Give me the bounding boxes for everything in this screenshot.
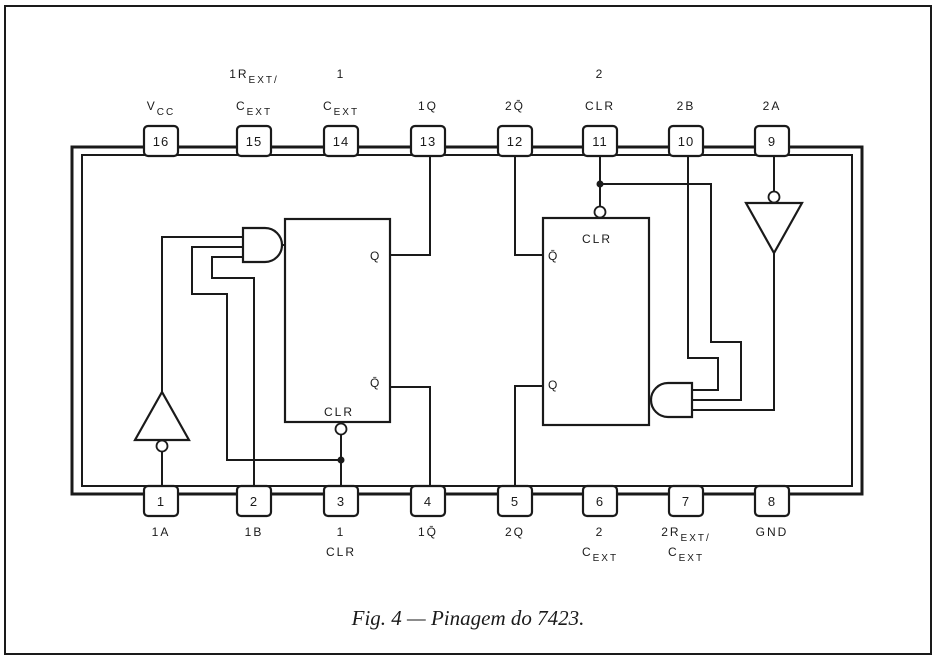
pin-label: 2B — [677, 99, 696, 113]
figure-caption: Fig. 4 — Pinagem do 7423. — [351, 606, 585, 630]
pin-label: 1Q — [418, 99, 438, 113]
pin-label-lower: CLR — [326, 545, 356, 559]
pin-label: 1A — [152, 525, 171, 539]
pin-label: 2A — [763, 99, 782, 113]
pin-box — [409, 124, 447, 158]
pin-number: 7 — [682, 494, 690, 509]
inverter-2 — [744, 201, 804, 256]
pin-box — [753, 124, 791, 158]
wire-1qbar — [390, 386, 431, 486]
pin-box — [667, 124, 705, 158]
ff2-clr-label: CLR — [582, 232, 612, 246]
pin-label: 1B — [245, 525, 264, 539]
pin-4: 4 1Q̄ — [409, 484, 447, 539]
pin-12: 12 2Q̄ — [496, 99, 534, 158]
ff1-clr-bubble — [334, 422, 348, 436]
and-gate-2 — [649, 381, 694, 419]
ff1-q-label: Q — [370, 249, 381, 263]
pin-9: 9 2A — [753, 99, 791, 158]
wire-and2-b — [687, 155, 719, 391]
pin-label-lower: CEXT — [668, 545, 704, 564]
pin-label: 2Q — [505, 525, 525, 539]
pin-box — [753, 484, 791, 518]
pin-number: 5 — [511, 494, 519, 509]
wire-and2-a — [692, 253, 775, 411]
wire-1q — [390, 155, 431, 256]
pin-box — [142, 124, 180, 158]
pin-box — [667, 484, 705, 518]
pin-box — [235, 124, 273, 158]
wire-2q — [514, 385, 543, 486]
ff1-clr-label: CLR — [324, 405, 354, 419]
pin-number: 14 — [333, 134, 349, 149]
pin-box — [581, 484, 619, 518]
chip-body-inner — [81, 154, 853, 487]
pin-number: 6 — [596, 494, 604, 509]
pin-number: 1 — [157, 494, 165, 509]
pin-number: 4 — [424, 494, 432, 509]
pin-label: GND — [756, 525, 789, 539]
top-pins: 16VCC15CEXT1REXT/14CEXT1131Q122Q̄11CLR21… — [142, 67, 791, 158]
pin-label: 2 — [596, 525, 605, 539]
and-gate-1 — [241, 226, 284, 264]
wire-and1-b — [211, 256, 255, 486]
pin-label: CEXT — [323, 99, 359, 118]
pin-label: 2REXT/ — [661, 525, 711, 544]
pin-2: 2 1B — [235, 484, 273, 539]
pin-number: 9 — [768, 134, 776, 149]
pin-label: CLR — [585, 99, 615, 113]
wire-and1-clr — [191, 246, 341, 461]
pin-label: 2Q̄ — [505, 99, 525, 113]
flipflop-1 — [283, 217, 392, 424]
wire-2qbar — [514, 155, 543, 256]
pin-label: 1Q̄ — [418, 525, 438, 539]
pin-label: VCC — [147, 99, 175, 118]
pin-label-lower: CEXT — [582, 545, 618, 564]
flipflop-2 — [541, 216, 651, 427]
pin-label: CEXT — [236, 99, 272, 118]
pin-label-upper: 2 — [596, 67, 605, 81]
pin-14: 14 CEXT 1 — [322, 67, 360, 158]
wire-and2-clr — [600, 183, 742, 401]
pin-number: 10 — [678, 134, 694, 149]
ff2-clr-bubble — [593, 205, 607, 219]
pin-number: 15 — [246, 134, 262, 149]
pin-7: 7 2REXT/CEXT — [661, 484, 711, 564]
pin-number: 2 — [250, 494, 258, 509]
ff2-q-label: Q — [548, 378, 559, 392]
pin-5: 5 2Q — [496, 484, 534, 539]
wire-and1-a — [161, 236, 243, 392]
pin-label-upper: 1REXT/ — [229, 67, 279, 86]
ff2-qbar-label: Q̄ — [548, 249, 559, 263]
pin-13: 13 1Q — [409, 99, 447, 158]
inverter-1-bubble — [155, 439, 169, 453]
monostable-2: CLR Q̄ Q — [514, 155, 804, 486]
chip-body-outer — [70, 145, 864, 496]
pin-number: 3 — [337, 494, 345, 509]
pin-1: 1 1A — [142, 484, 180, 539]
inverter-1 — [133, 389, 191, 442]
pin-number: 12 — [507, 134, 523, 149]
pin-number: 11 — [592, 134, 608, 149]
pin-16: 16 VCC — [142, 99, 180, 158]
pin-11: 11 CLR 2 — [581, 67, 619, 158]
monostable-1: Q Q̄ CLR — [133, 155, 431, 486]
pin-15: 15 CEXT 1REXT/ — [229, 67, 279, 158]
pin-number: 13 — [420, 134, 436, 149]
pin-number: 16 — [153, 134, 169, 149]
inverter-2-bubble — [767, 190, 781, 204]
pin-box — [409, 484, 447, 518]
pin-10: 10 2B — [667, 99, 705, 158]
figure-frame — [4, 5, 932, 655]
ff1-qbar-label: Q̄ — [370, 376, 381, 390]
pin-label: 1 — [337, 525, 346, 539]
pin-number: 8 — [768, 494, 776, 509]
pin-box — [322, 124, 360, 158]
pin-label-upper: 1 — [337, 67, 346, 81]
